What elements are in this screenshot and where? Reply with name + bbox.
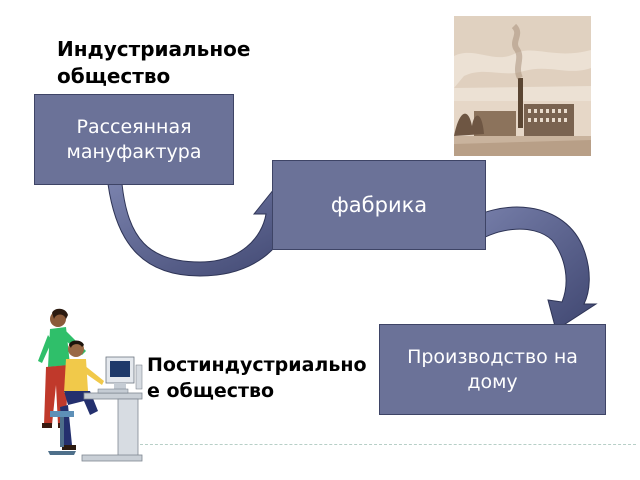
people-at-computer-illustration — [38, 308, 143, 462]
box-home-production: Производство на дому — [379, 324, 606, 415]
box-factory-label: фабрика — [330, 192, 428, 217]
footer-divider — [140, 444, 636, 445]
box-manufactory-label: Рассеянная мануфактура — [66, 115, 202, 163]
industrial-society-title: Индустриальное общество — [57, 37, 251, 88]
box-factory: фабрика — [272, 160, 486, 250]
arrow-factory-to-home — [457, 206, 598, 331]
postindustrial-society-title: Постиндустриальное общество — [147, 354, 367, 402]
box-manufactory: Рассеянная мануфактура — [34, 94, 234, 185]
box-home-production-label: Производство на дому — [407, 345, 578, 393]
factory-photo — [454, 16, 591, 156]
